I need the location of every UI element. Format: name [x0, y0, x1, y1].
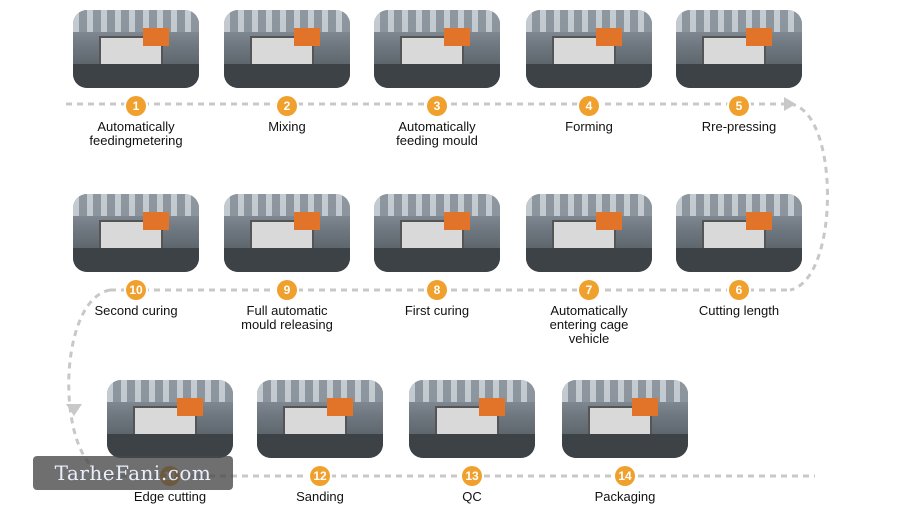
step-label: Mixing — [268, 119, 306, 134]
first-curing-photo — [374, 194, 500, 272]
step-label: Cutting length — [698, 303, 780, 318]
step-number-badge: 14 — [615, 466, 635, 486]
step-number-badge: 8 — [427, 280, 447, 300]
step-number-badge: 12 — [310, 466, 330, 486]
step-number-badge: 6 — [729, 280, 749, 300]
step-number-badge: 13 — [462, 466, 482, 486]
step-label: Automatically entering cage vehicle — [549, 303, 629, 346]
step-label: Sanding — [296, 489, 344, 504]
pressing-photo — [676, 10, 802, 88]
step-number-badge: 2 — [277, 96, 297, 116]
qc-photo — [409, 380, 535, 458]
watermark-text: TarheFani.com — [33, 456, 233, 490]
factory-feeding-photo — [73, 10, 199, 88]
step-number-badge: 9 — [277, 280, 297, 300]
step-label: QC — [462, 489, 482, 504]
cutting-length-photo — [676, 194, 802, 272]
sanding-photo — [257, 380, 383, 458]
step-label: Second curing — [94, 303, 178, 318]
step-label: Full automatic mould releasing — [241, 303, 333, 332]
step-number-badge: 1 — [126, 96, 146, 116]
step-label: Packaging — [594, 489, 656, 504]
step-number-badge: 4 — [579, 96, 599, 116]
mould-release-photo — [224, 194, 350, 272]
step-number-badge: 3 — [427, 96, 447, 116]
mould-feeding-photo — [374, 10, 500, 88]
edge-cutting-photo — [107, 380, 233, 458]
second-curing-photo — [73, 194, 199, 272]
step-number-badge: 10 — [126, 280, 146, 300]
cage-vehicle-photo — [526, 194, 652, 272]
packaging-photo — [562, 380, 688, 458]
step-label: First curing — [404, 303, 470, 318]
step-label: Edge cutting — [133, 489, 207, 504]
step-number-badge: 5 — [729, 96, 749, 116]
step-label: Automatically feeding mould — [396, 119, 478, 148]
step-number-badge: 7 — [579, 280, 599, 300]
step-label: Rre-pressing — [701, 119, 777, 134]
step-label: Automatically feedingmetering — [89, 119, 183, 148]
mixing-machine-photo — [224, 10, 350, 88]
step-label: Forming — [565, 119, 613, 134]
forming-line-photo — [526, 10, 652, 88]
